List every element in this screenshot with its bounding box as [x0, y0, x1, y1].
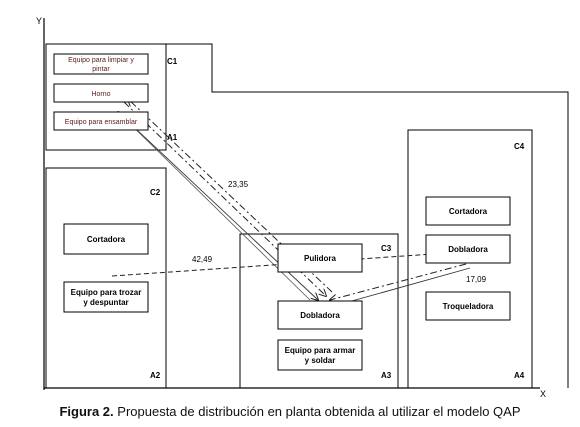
box-limpiar-pintar-line2: pintar — [92, 66, 110, 73]
area-a2 — [45, 167, 167, 389]
box-armar-soldar — [277, 339, 363, 371]
label-c2: C2 — [150, 188, 161, 197]
label-a4: A4 — [514, 371, 525, 380]
figure-caption-text: Propuesta de distribución en planta obte… — [113, 404, 521, 419]
box-horno-label: Horno — [91, 91, 110, 98]
area-a1 — [45, 43, 167, 151]
box-cortadora-a2 — [63, 223, 149, 255]
area-a4 — [407, 129, 533, 389]
box-dobladora-a3-label: Dobladora — [300, 311, 340, 320]
y-axis-label: Y — [36, 16, 42, 26]
box-armar-line2: y soldar — [305, 356, 336, 365]
box-cortadora-a4 — [425, 196, 511, 226]
distance-label-1: 23,35 — [228, 180, 249, 189]
box-horno — [53, 83, 149, 103]
flow-line-dobladora-a — [330, 263, 467, 300]
distance-label-2: 42,49 — [192, 255, 213, 264]
box-trozar-line1: Equipo para trozar — [71, 288, 142, 297]
box-troqueladora — [425, 291, 511, 321]
label-c3: C3 — [381, 244, 392, 253]
x-axis-label: X — [540, 389, 546, 399]
figure-caption-label: Figura 2. — [59, 404, 114, 419]
label-a3: A3 — [381, 371, 392, 380]
box-limpiar-pintar-line1: Equipo para limpiar y — [68, 57, 134, 64]
box-pulidora-label: Pulidora — [304, 254, 337, 263]
box-cortadora-a4-label: Cortadora — [449, 207, 488, 216]
distance-label-3: 17,09 — [466, 275, 487, 284]
box-trozar-despuntar — [63, 281, 149, 313]
box-ensamblar-label: Equipo para ensamblar — [65, 119, 138, 126]
label-a2: A2 — [150, 371, 161, 380]
box-armar-line1: Equipo para armar — [285, 346, 356, 355]
box-dobladora-a4-label: Dobladora — [448, 245, 488, 254]
box-dobladora-a4 — [425, 234, 511, 264]
label-a1: A1 — [167, 133, 178, 142]
area-a3 — [239, 233, 399, 389]
label-c4: C4 — [514, 142, 525, 151]
box-pulidora — [277, 243, 363, 273]
flow-line-dashed-long — [111, 252, 462, 277]
flow-line-dobladora-b — [334, 267, 471, 306]
box-dobladora-a3 — [277, 300, 363, 330]
box-trozar-line2: y despuntar — [83, 298, 128, 307]
box-troqueladora-label: Troqueladora — [443, 302, 494, 311]
box-ensamblar — [53, 111, 149, 131]
label-c1: C1 — [167, 57, 178, 66]
plant-layout-diagram: Y X C1 A1 C2 A2 C3 A3 C4 A4 23,35 42,49 … — [36, 16, 569, 399]
box-limpiar-pintar — [53, 53, 149, 75]
box-cortadora-a2-label: Cortadora — [87, 235, 126, 244]
flow-line-dashdot-a — [123, 101, 326, 296]
figure-caption: Figura 2. Propuesta de distribución en p… — [0, 404, 580, 419]
